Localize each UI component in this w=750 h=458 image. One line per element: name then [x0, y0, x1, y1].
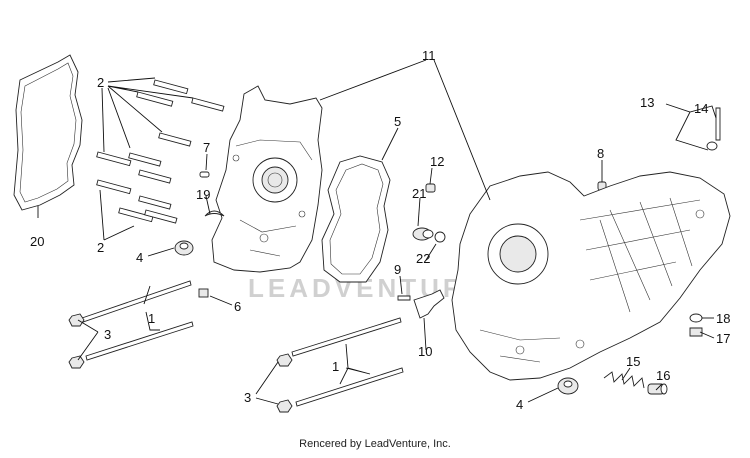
pin-part-7[interactable] — [199, 171, 210, 178]
callout-4a: 4 — [136, 250, 143, 265]
bushing-part-4-left[interactable] — [174, 240, 194, 256]
callout-18: 18 — [716, 311, 730, 326]
callout-3b: 3 — [244, 390, 251, 405]
bolt-part-14[interactable] — [715, 107, 721, 141]
callout-13: 13 — [640, 95, 654, 110]
left-crankcase-half[interactable] — [211, 85, 323, 273]
callout-2b: 2 — [97, 240, 104, 255]
callout-7: 7 — [203, 140, 210, 155]
bushing-part-4-right[interactable] — [557, 377, 579, 395]
nuts-part-3-right[interactable] — [276, 353, 293, 413]
callout-9: 9 — [394, 262, 401, 277]
screw-part-9[interactable] — [397, 295, 411, 301]
callout-2a: 2 — [97, 75, 104, 90]
washer-part-13[interactable] — [706, 141, 718, 151]
ring-part-22[interactable] — [434, 231, 446, 243]
callout-1a: 1 — [148, 311, 155, 326]
footer-credit: Rencered by LeadVenture, Inc. — [299, 438, 451, 450]
callout-10: 10 — [418, 344, 432, 359]
spring-part-15[interactable] — [603, 371, 645, 389]
nuts-part-3-left[interactable] — [68, 313, 85, 369]
callout-5: 5 — [394, 114, 401, 129]
callout-labels: 2 2 4 1 3 20 7 19 6 5 11 12 21 22 9 10 8… — [30, 48, 730, 412]
bolts-part-2[interactable] — [96, 79, 225, 224]
callout-4b: 4 — [516, 397, 523, 412]
studs-part-1-left[interactable] — [81, 280, 194, 361]
callout-17: 17 — [716, 331, 730, 346]
leader-lines — [37, 59, 717, 405]
plug-part-17[interactable] — [689, 327, 703, 337]
right-crankcase-half[interactable] — [451, 171, 731, 381]
dowel-part-6[interactable] — [198, 288, 209, 298]
callout-1b: 1 — [332, 359, 339, 374]
callout-16: 16 — [656, 368, 670, 383]
callout-21: 21 — [412, 186, 426, 201]
washer-part-18[interactable] — [689, 313, 703, 323]
callout-12: 12 — [430, 154, 444, 169]
callout-22: 22 — [416, 251, 430, 266]
callout-15: 15 — [626, 354, 640, 369]
bracket-part-10[interactable] — [413, 289, 445, 319]
callout-14: 14 — [694, 101, 708, 116]
dowel-part-12[interactable] — [425, 183, 436, 193]
studs-part-1-right[interactable] — [291, 317, 404, 407]
gasket-part-20[interactable] — [13, 54, 83, 211]
callout-11: 11 — [422, 48, 436, 63]
callout-20: 20 — [30, 234, 44, 249]
cover-gasket-part-5[interactable] — [321, 155, 391, 283]
callout-6: 6 — [234, 299, 241, 314]
callout-8: 8 — [597, 146, 604, 161]
callout-19: 19 — [196, 187, 210, 202]
callout-3a: 3 — [104, 327, 111, 342]
bushing-part-21[interactable] — [412, 227, 434, 241]
